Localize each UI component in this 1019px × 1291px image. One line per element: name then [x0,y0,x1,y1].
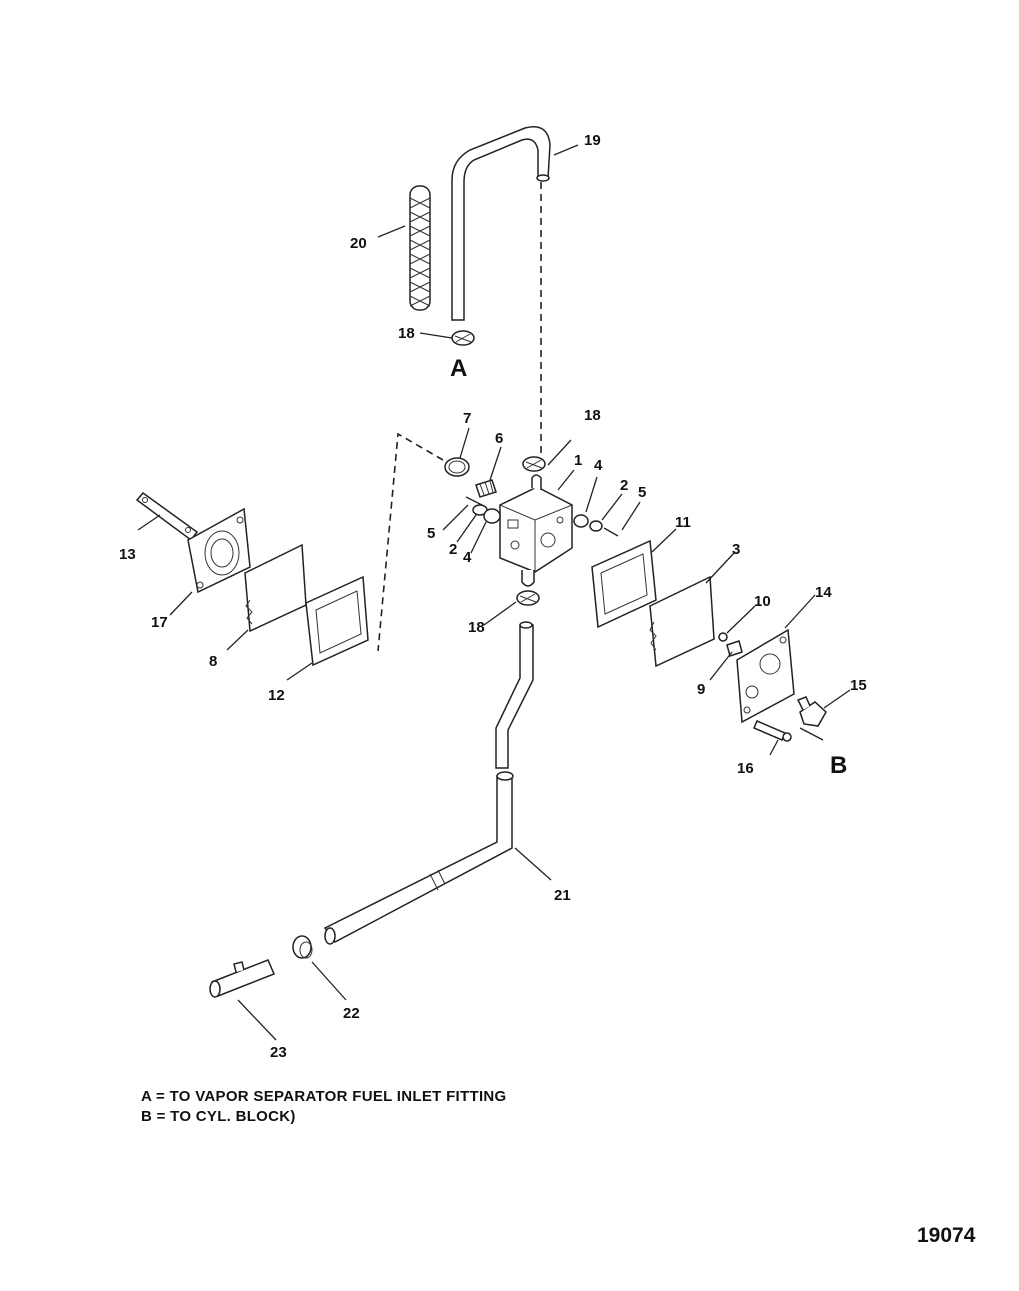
clamp-18-upper [451,330,475,346]
gasket-11 [591,539,657,629]
callout-10: 8 [209,653,217,670]
diaphragm-10 [244,543,307,633]
spring-6 [475,479,497,498]
clamp-18-middle [522,456,546,472]
leader-lines [137,144,851,1041]
pin-5-right [603,527,619,537]
elbow-fitting-15 [796,696,827,727]
clamp-22 [292,935,313,959]
hose-21 [323,621,534,945]
callout-8: 9 [697,681,705,698]
callout-2-left: 2 [449,541,457,558]
callout-3: 3 [732,541,740,558]
hose-19 [451,126,551,321]
cover-14 [736,628,795,724]
diaphragm-4-right [573,514,589,528]
callout-18-upper: 18 [398,325,415,342]
callout-12: 12 [268,687,285,704]
callout-14: 14 [815,584,832,601]
dashed-guide-left [377,432,444,652]
callout-6: 6 [495,430,503,447]
pump-body-1 [499,474,573,587]
callout-11: 11 [675,514,691,531]
spring-8 [726,640,743,657]
screw-16 [753,720,792,742]
washer-2-right [589,520,603,532]
callout-5-left: 5 [427,525,435,542]
marker-b: B [830,752,847,779]
callout-4-left: 4 [463,549,472,566]
callout-16: 16 [737,760,754,777]
cover-17 [187,507,251,594]
drawing-number: 19074 [917,1224,976,1247]
diaphragm-3 [649,575,715,668]
bracket-13 [135,491,199,542]
callout-5-right: 5 [638,484,646,501]
callout-9: 10 [754,593,771,610]
callout-22: 22 [343,1005,360,1022]
callout-17: 17 [151,614,168,631]
callout-1: 1 [574,452,582,469]
pin-5-left [465,496,483,506]
marker-a: A [450,355,467,382]
callout-18-middle: 18 [584,407,601,424]
connector-23 [209,959,275,998]
callout-labels: 19 20 18 7 6 18 1 4 2 5 5 2 4 18 11 3 10… [119,132,867,1061]
o-ring-7 [444,457,470,477]
callout-15: 15 [850,677,867,694]
callout-4-right: 4 [594,457,603,474]
clamp-18-lower [516,590,540,606]
washer-9 [718,632,728,642]
legend-line-b: B = TO CYL. BLOCK) [141,1108,296,1125]
callout-7: 7 [463,410,471,427]
gasket-12 [305,575,369,667]
callout-23: 23 [270,1044,287,1061]
callout-18-lower: 18 [468,619,485,636]
callout-21: 21 [554,887,571,904]
callout-20: 20 [350,235,367,252]
callout-2-right: 2 [620,477,628,494]
legend-line-a: A = TO VAPOR SEPARATOR FUEL INLET FITTIN… [141,1088,507,1105]
sleeve-20 [409,185,431,311]
callout-13: 13 [119,546,136,563]
diaphragm-4-left [483,508,501,524]
callout-19: 19 [584,132,601,149]
